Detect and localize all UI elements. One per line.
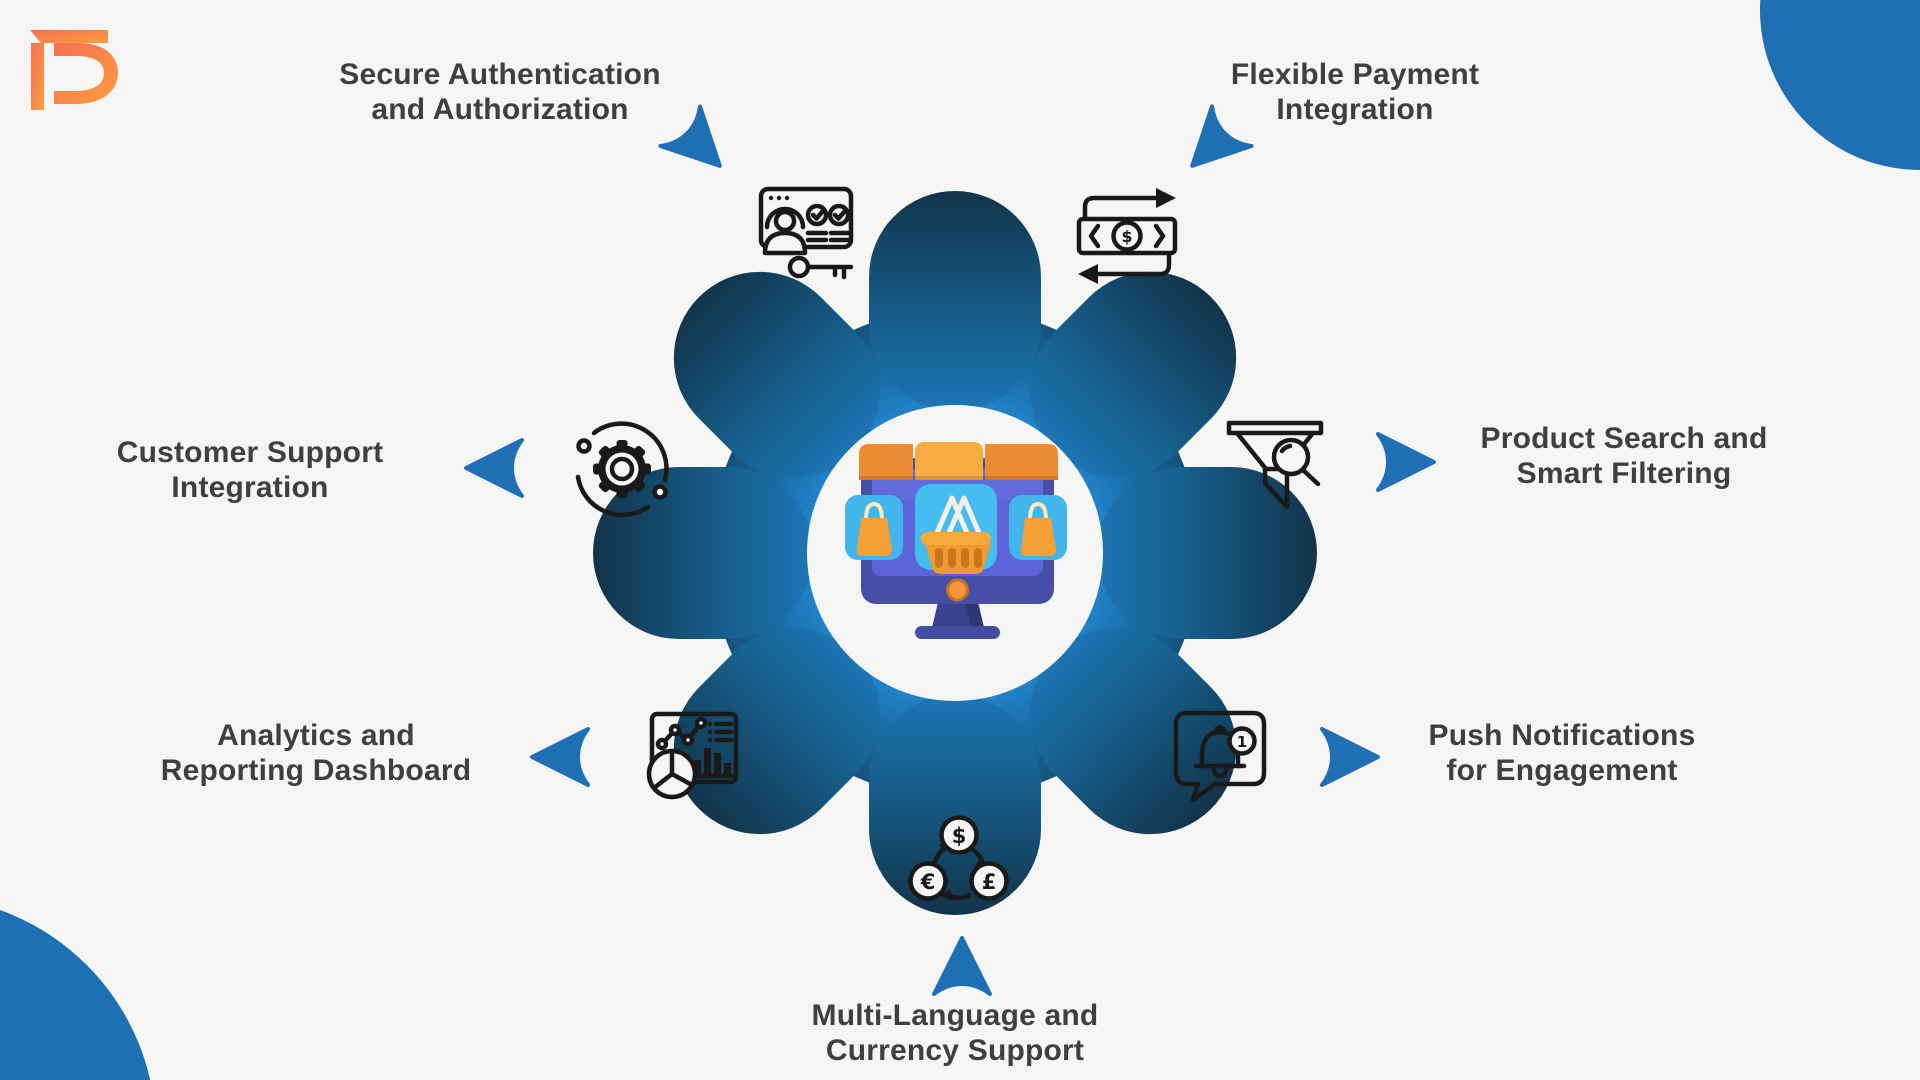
svg-text:£: £ — [982, 870, 997, 894]
dashboard-charts-icon — [646, 711, 739, 800]
label-line: Currency Support — [825, 1034, 1085, 1067]
feature-label-multi-language: Multi-Language and Currency Support — [755, 998, 1155, 1068]
label-line: for Engagement — [1446, 754, 1678, 787]
gear-orbit-icon — [575, 421, 669, 518]
arrow-left-icon — [459, 436, 529, 500]
gear-shape — [593, 191, 1317, 915]
label-line: Smart Filtering — [1516, 457, 1732, 490]
corner-circle-top-right — [1760, 0, 1920, 170]
svg-text:€: € — [920, 870, 936, 894]
svg-text:$: $ — [1121, 227, 1132, 246]
label-line: Secure Authentication — [339, 58, 661, 91]
svg-text:$: $ — [952, 824, 967, 848]
td-logo — [30, 30, 118, 110]
feature-label-secure-authentication: Secure Authentication and Authorization — [300, 57, 700, 127]
notification-bell-icon: 1 — [1173, 710, 1267, 803]
arrow-right-icon — [1371, 430, 1441, 494]
arrow-up-icon — [930, 931, 994, 1001]
corner-circle-bottom-left — [0, 896, 156, 1080]
arrow-right-icon — [1315, 725, 1385, 789]
label-line: Multi-Language and — [811, 999, 1099, 1032]
arrow-down-left-icon — [1165, 99, 1260, 194]
label-line: Product Search and — [1480, 422, 1768, 455]
currency-exchange-icon: $ € £ — [908, 815, 1009, 901]
feature-label-flexible-payment: Flexible Payment Integration — [1155, 57, 1555, 127]
money-transfer-icon: $ — [1076, 188, 1178, 284]
feature-label-customer-support: Customer Support Integration — [50, 435, 450, 505]
funnel-search-icon — [1226, 420, 1324, 510]
ecommerce-monitor-illustration — [845, 442, 1067, 639]
label-line: Analytics and — [217, 719, 415, 752]
feature-label-product-search: Product Search and Smart Filtering — [1424, 421, 1824, 491]
label-line: Push Notifications — [1428, 719, 1696, 752]
feature-label-push-notifications: Push Notifications for Engagement — [1362, 718, 1762, 788]
label-line: Customer Support — [116, 436, 384, 469]
arrow-left-icon — [525, 725, 595, 789]
label-line: and Authorization — [371, 93, 629, 126]
feature-label-analytics: Analytics and Reporting Dashboard — [116, 718, 516, 788]
arrow-down-right-icon — [653, 99, 748, 194]
label-line: Integration — [171, 471, 329, 504]
label-line: Integration — [1276, 93, 1434, 126]
label-line: Reporting Dashboard — [160, 754, 472, 787]
browser-user-key-icon — [758, 186, 854, 280]
label-line: Flexible Payment — [1230, 58, 1480, 91]
svg-text:1: 1 — [1237, 733, 1247, 751]
